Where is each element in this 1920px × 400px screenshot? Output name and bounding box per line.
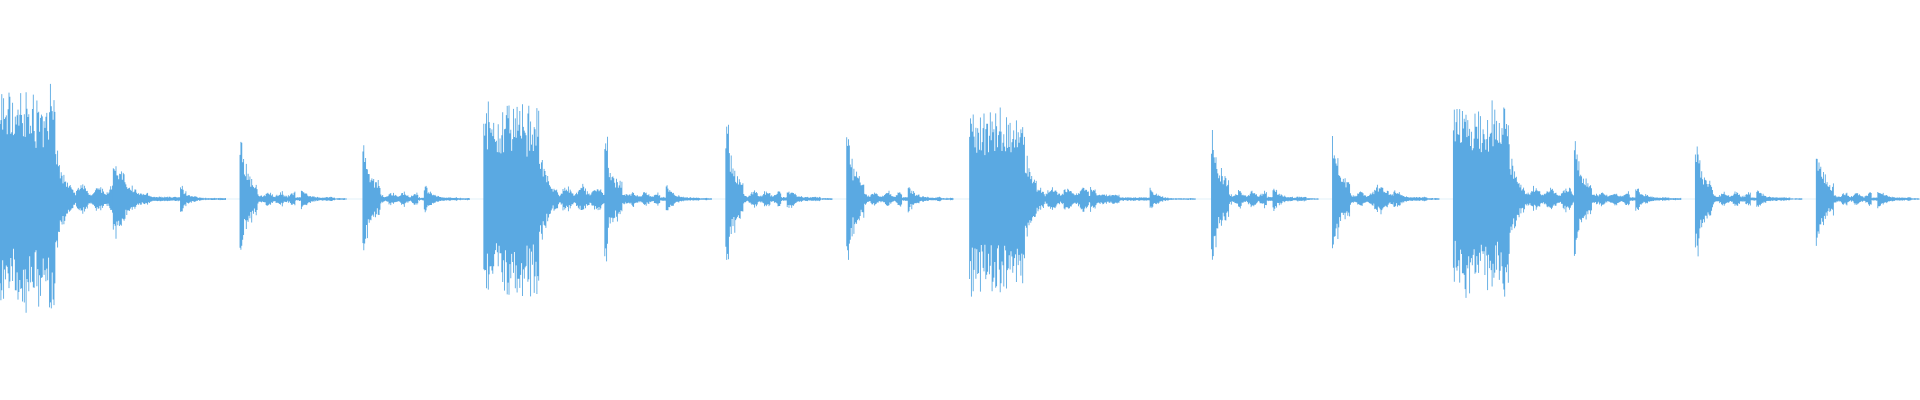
waveform-trace — [0, 83, 1920, 313]
waveform-hit-kick — [969, 107, 1160, 297]
waveform-hit-tick — [907, 187, 954, 213]
waveform-hit-tick — [1090, 187, 1137, 212]
waveform-hit-snare — [112, 166, 159, 239]
waveform-hit-hat — [1694, 146, 1791, 257]
waveform-hit-tick — [1272, 188, 1319, 211]
waveform-hit-tick — [786, 191, 833, 208]
waveform-hit-hat — [239, 141, 335, 250]
waveform-hit-hat — [725, 124, 821, 260]
waveform-hit-hat — [1211, 130, 1307, 260]
waveform-hit-tick — [665, 185, 712, 211]
waveform-hit-tick — [423, 185, 470, 213]
waveform-hit-tick — [1877, 192, 1920, 209]
waveform-hit-tick — [1149, 187, 1196, 209]
waveform-hit-tick — [300, 190, 347, 210]
waveform-hit-hat — [1815, 158, 1912, 246]
waveform-hit-tick — [180, 185, 226, 212]
waveform-hit-tick — [1393, 190, 1440, 207]
waveform-hit-tick — [1756, 190, 1803, 207]
waveform-hit-kick — [0, 83, 191, 313]
waveform-hit-tick — [1635, 188, 1682, 211]
